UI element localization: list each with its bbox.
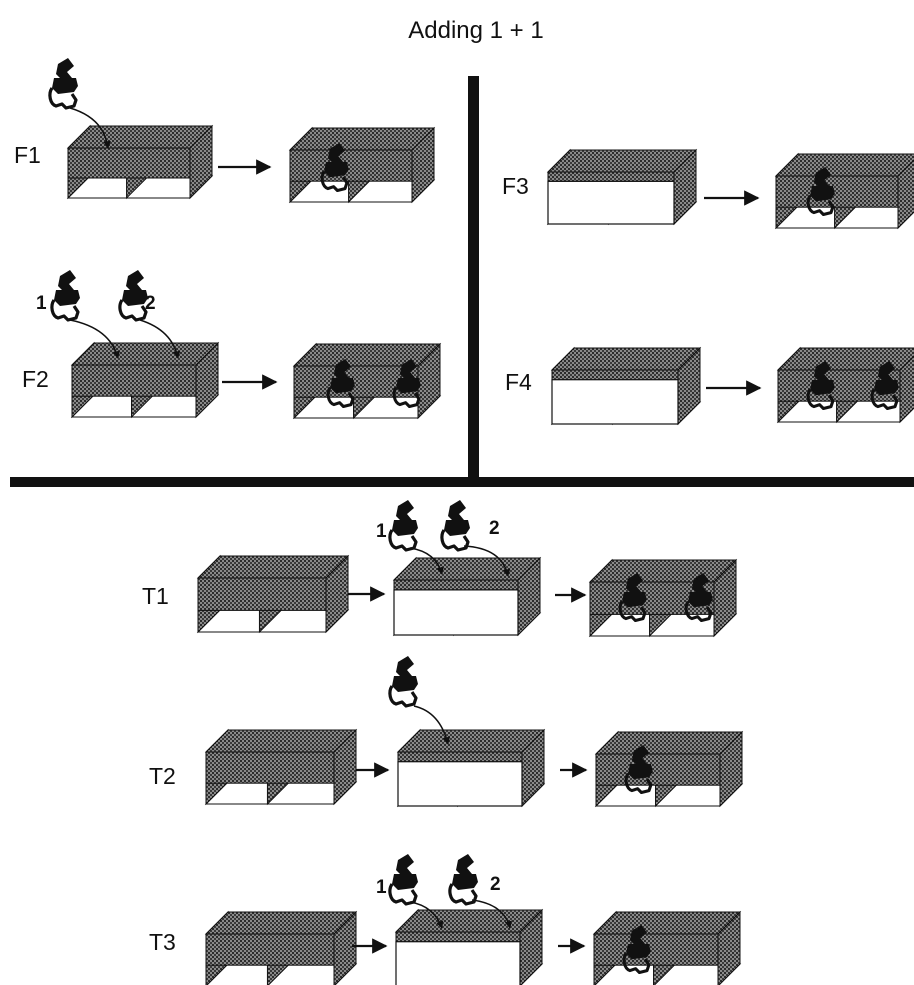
mickey-figure-icon xyxy=(320,143,349,193)
mickey-figure-icon xyxy=(870,361,899,411)
stage-f1-start xyxy=(66,124,214,200)
mickey-figure-icon xyxy=(118,270,148,322)
stage-f4-start xyxy=(550,346,702,426)
mickey-figure-icon xyxy=(684,573,713,623)
stage-t3-end xyxy=(592,910,742,985)
curved-arrow-icon xyxy=(139,319,181,359)
panel-label-t2: T2 xyxy=(149,763,176,789)
animal-number-t1-2: 2 xyxy=(489,518,500,539)
stage-t1-middle xyxy=(392,556,542,637)
horizontal-divider xyxy=(10,477,914,487)
curved-arrow-icon xyxy=(69,319,120,359)
mickey-figure-icon xyxy=(388,854,418,906)
animal-number-t3-2: 2 xyxy=(490,874,501,895)
screen xyxy=(551,379,679,425)
curved-arrow-icon xyxy=(413,705,450,745)
animal-number-t3-1: 1 xyxy=(376,877,387,898)
screen xyxy=(397,761,523,807)
curved-arrow-icon xyxy=(463,545,511,577)
mickey-figure-icon xyxy=(806,167,835,217)
mickey-figure-icon xyxy=(392,359,421,409)
mickey-figure-icon xyxy=(326,359,355,409)
animal-number-t1-1: 1 xyxy=(376,521,387,542)
panel-label-t3: T3 xyxy=(149,929,176,955)
screen xyxy=(393,589,519,636)
panel-label-t1: T1 xyxy=(142,583,169,609)
stage-t2-middle xyxy=(396,728,546,808)
diagram-title: Adding 1 + 1 xyxy=(408,17,543,44)
mickey-figure-icon xyxy=(622,925,651,975)
screen xyxy=(547,180,675,225)
mickey-figure-icon xyxy=(440,500,470,552)
screen xyxy=(395,941,521,985)
animal-number-f2-2: 2 xyxy=(145,293,156,314)
stage-f3-start xyxy=(546,148,698,226)
vertical-divider xyxy=(468,76,479,478)
stage-layer xyxy=(66,124,914,985)
stage-f1-end xyxy=(288,126,436,204)
curved-arrow-icon xyxy=(69,107,111,149)
stage-t3-middle xyxy=(394,908,544,985)
panel-label-f2: F2 xyxy=(22,366,49,392)
figure-layer xyxy=(48,58,899,975)
stage-t1-start xyxy=(196,554,350,634)
stage-t2-start xyxy=(204,728,358,806)
stage-f3-end xyxy=(774,152,914,230)
mickey-figure-icon xyxy=(806,361,835,411)
stage-f2-start xyxy=(70,341,220,419)
stage-t1-end xyxy=(588,558,738,638)
mickey-figure-icon xyxy=(48,58,78,110)
mickey-figure-icon xyxy=(618,573,647,623)
panel-label-f3: F3 xyxy=(502,173,529,199)
stage-t2-end xyxy=(594,730,744,808)
mickey-figure-icon xyxy=(388,500,418,552)
mickey-figure-icon xyxy=(624,745,653,795)
animal-number-f2-1: 1 xyxy=(36,293,47,314)
mickey-figure-icon xyxy=(50,270,80,322)
stage-t3-start xyxy=(204,910,358,985)
curved-arrow-icon xyxy=(471,899,512,929)
mickey-figure-icon xyxy=(448,854,478,906)
panel-label-f4: F4 xyxy=(505,369,532,395)
mickey-figure-icon xyxy=(388,656,418,708)
panel-label-f1: F1 xyxy=(14,142,41,168)
